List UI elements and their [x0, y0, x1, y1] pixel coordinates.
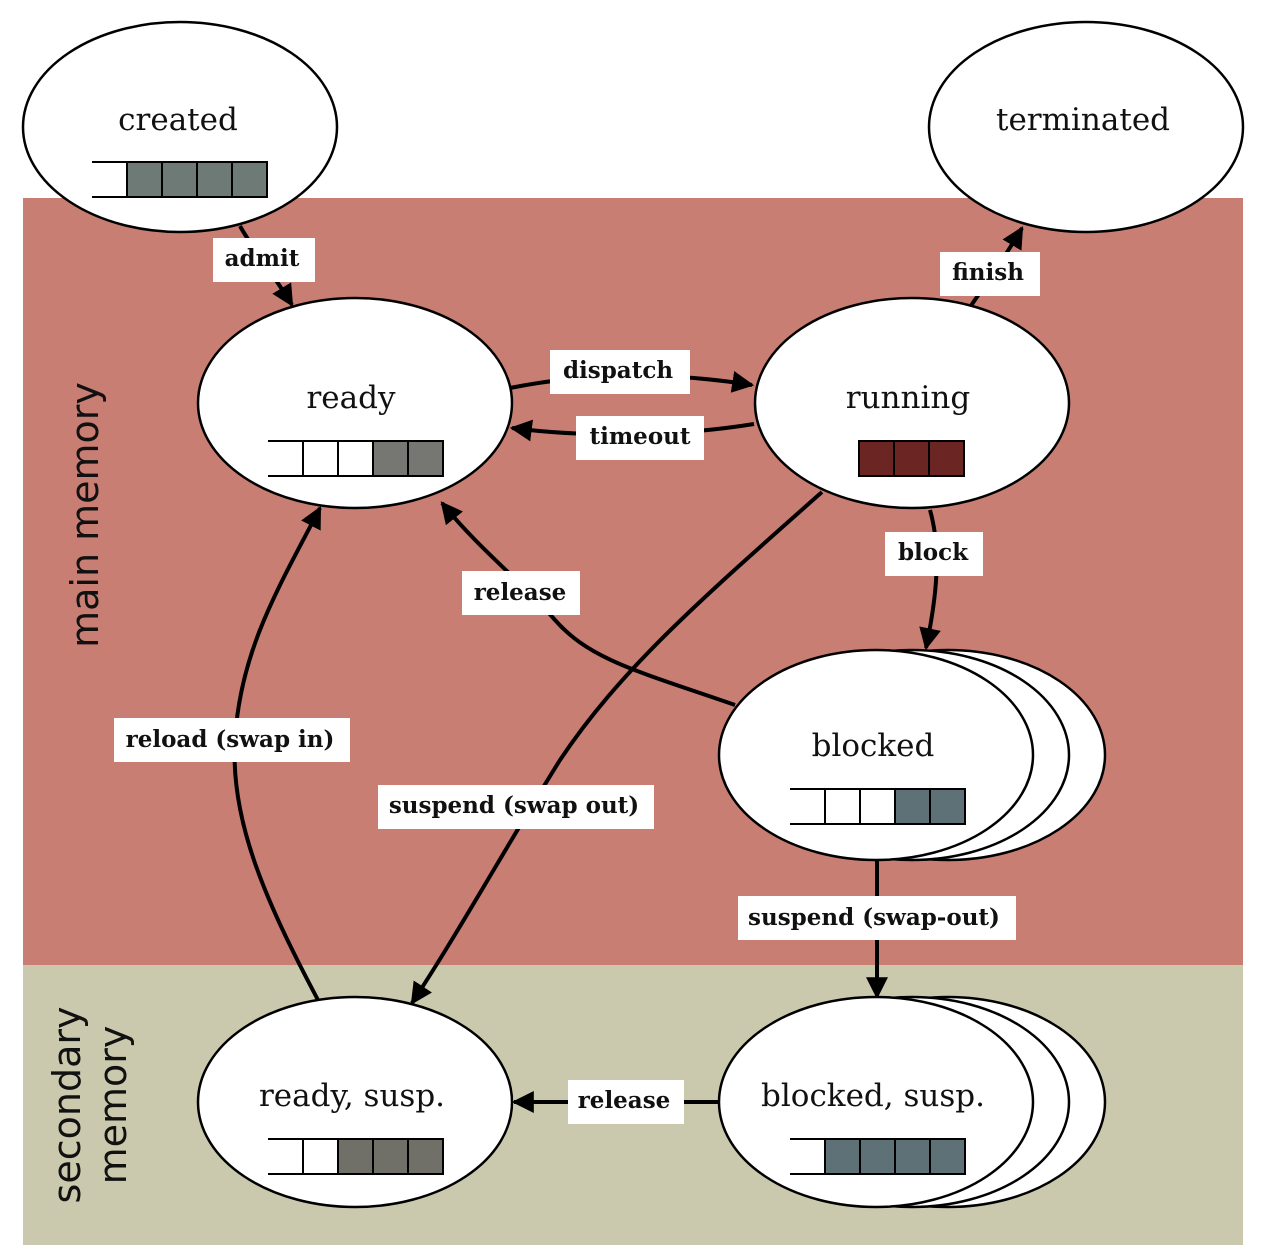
queue-slot [824, 788, 861, 825]
state-ready-label: ready [306, 380, 395, 416]
state-terminated-label: terminated [996, 102, 1170, 138]
edge-suspend-running [410, 490, 824, 1005]
queue-slot [894, 1138, 931, 1175]
label-admit: admit [213, 238, 315, 282]
label-dispatch-text: dispatch [563, 357, 673, 384]
state-terminated: terminated [927, 20, 1245, 234]
main-memory-region [23, 198, 1243, 965]
queue-slot [126, 161, 163, 198]
label-timeout-text: timeout [589, 423, 690, 450]
label-block: block [885, 532, 983, 576]
secondary-memory-label-line2: memory [91, 1026, 135, 1185]
queue-slot [858, 440, 895, 477]
state-created: created [21, 20, 339, 234]
queue-slot [824, 1138, 861, 1175]
queue-slot [302, 440, 339, 477]
label-release-susp: release [568, 1080, 684, 1124]
queue-slot [893, 440, 930, 477]
queue-slot [302, 1138, 339, 1175]
label-release-blocked-text: release [474, 579, 567, 606]
edge-block [919, 509, 941, 651]
label-dispatch: dispatch [550, 350, 690, 394]
queue-slot [929, 1138, 966, 1175]
label-suspend-running: suspend (swap out) [378, 785, 654, 829]
queue-slot [372, 1138, 409, 1175]
label-reload-text: reload (swap in) [126, 726, 335, 753]
ready-queue [268, 440, 444, 477]
blocked-susp-queue [790, 1138, 966, 1175]
queue-slot [894, 788, 931, 825]
label-timeout: timeout [576, 416, 704, 460]
label-suspend-running-text: suspend (swap out) [389, 792, 639, 819]
queue-slot [407, 1138, 444, 1175]
main-memory-label: main memory [63, 382, 107, 648]
label-release-blocked: release [462, 571, 580, 615]
state-ready: ready [196, 296, 514, 510]
state-ready-susp: ready, susp. [196, 995, 514, 1209]
queue-slot [337, 440, 374, 477]
edge-release-blocked [440, 501, 736, 707]
queue-slot [859, 788, 896, 825]
state-running: running [753, 296, 1071, 510]
queue-slot [372, 440, 409, 477]
queue-slot [928, 440, 965, 477]
created-queue [92, 161, 268, 198]
queue-slot [161, 161, 198, 198]
state-ready-susp-label: ready, susp. [259, 1078, 445, 1114]
label-admit-text: admit [225, 245, 300, 272]
state-running-label: running [846, 380, 970, 416]
label-reload: reload (swap in) [114, 718, 350, 762]
queue-slot [196, 161, 233, 198]
secondary-memory-label-line1: secondary [45, 1007, 89, 1204]
label-finish-text: finish [952, 259, 1024, 286]
ready-susp-queue [268, 1138, 444, 1175]
label-block-text: block [898, 539, 969, 566]
label-finish: finish [940, 252, 1040, 296]
queue-slot [929, 788, 966, 825]
state-blocked: blocked [717, 648, 1107, 862]
blocked-queue [790, 788, 966, 825]
queue-slot [337, 1138, 374, 1175]
state-blocked-label: blocked [812, 728, 935, 764]
label-release-susp-text: release [578, 1087, 671, 1114]
state-blocked-susp-label: blocked, susp. [761, 1078, 985, 1114]
queue-slot [407, 440, 444, 477]
state-blocked-susp: blocked, susp. [717, 995, 1107, 1209]
label-suspend-blocked: suspend (swap-out) [738, 896, 1016, 940]
queue-slot [859, 1138, 896, 1175]
edge-labels: admit finish dispatch timeout block rele… [114, 238, 1040, 1124]
state-created-label: created [118, 102, 238, 138]
label-suspend-blocked-text: suspend (swap-out) [748, 904, 1000, 931]
queue-slot [231, 161, 268, 198]
running-queue [858, 440, 965, 477]
